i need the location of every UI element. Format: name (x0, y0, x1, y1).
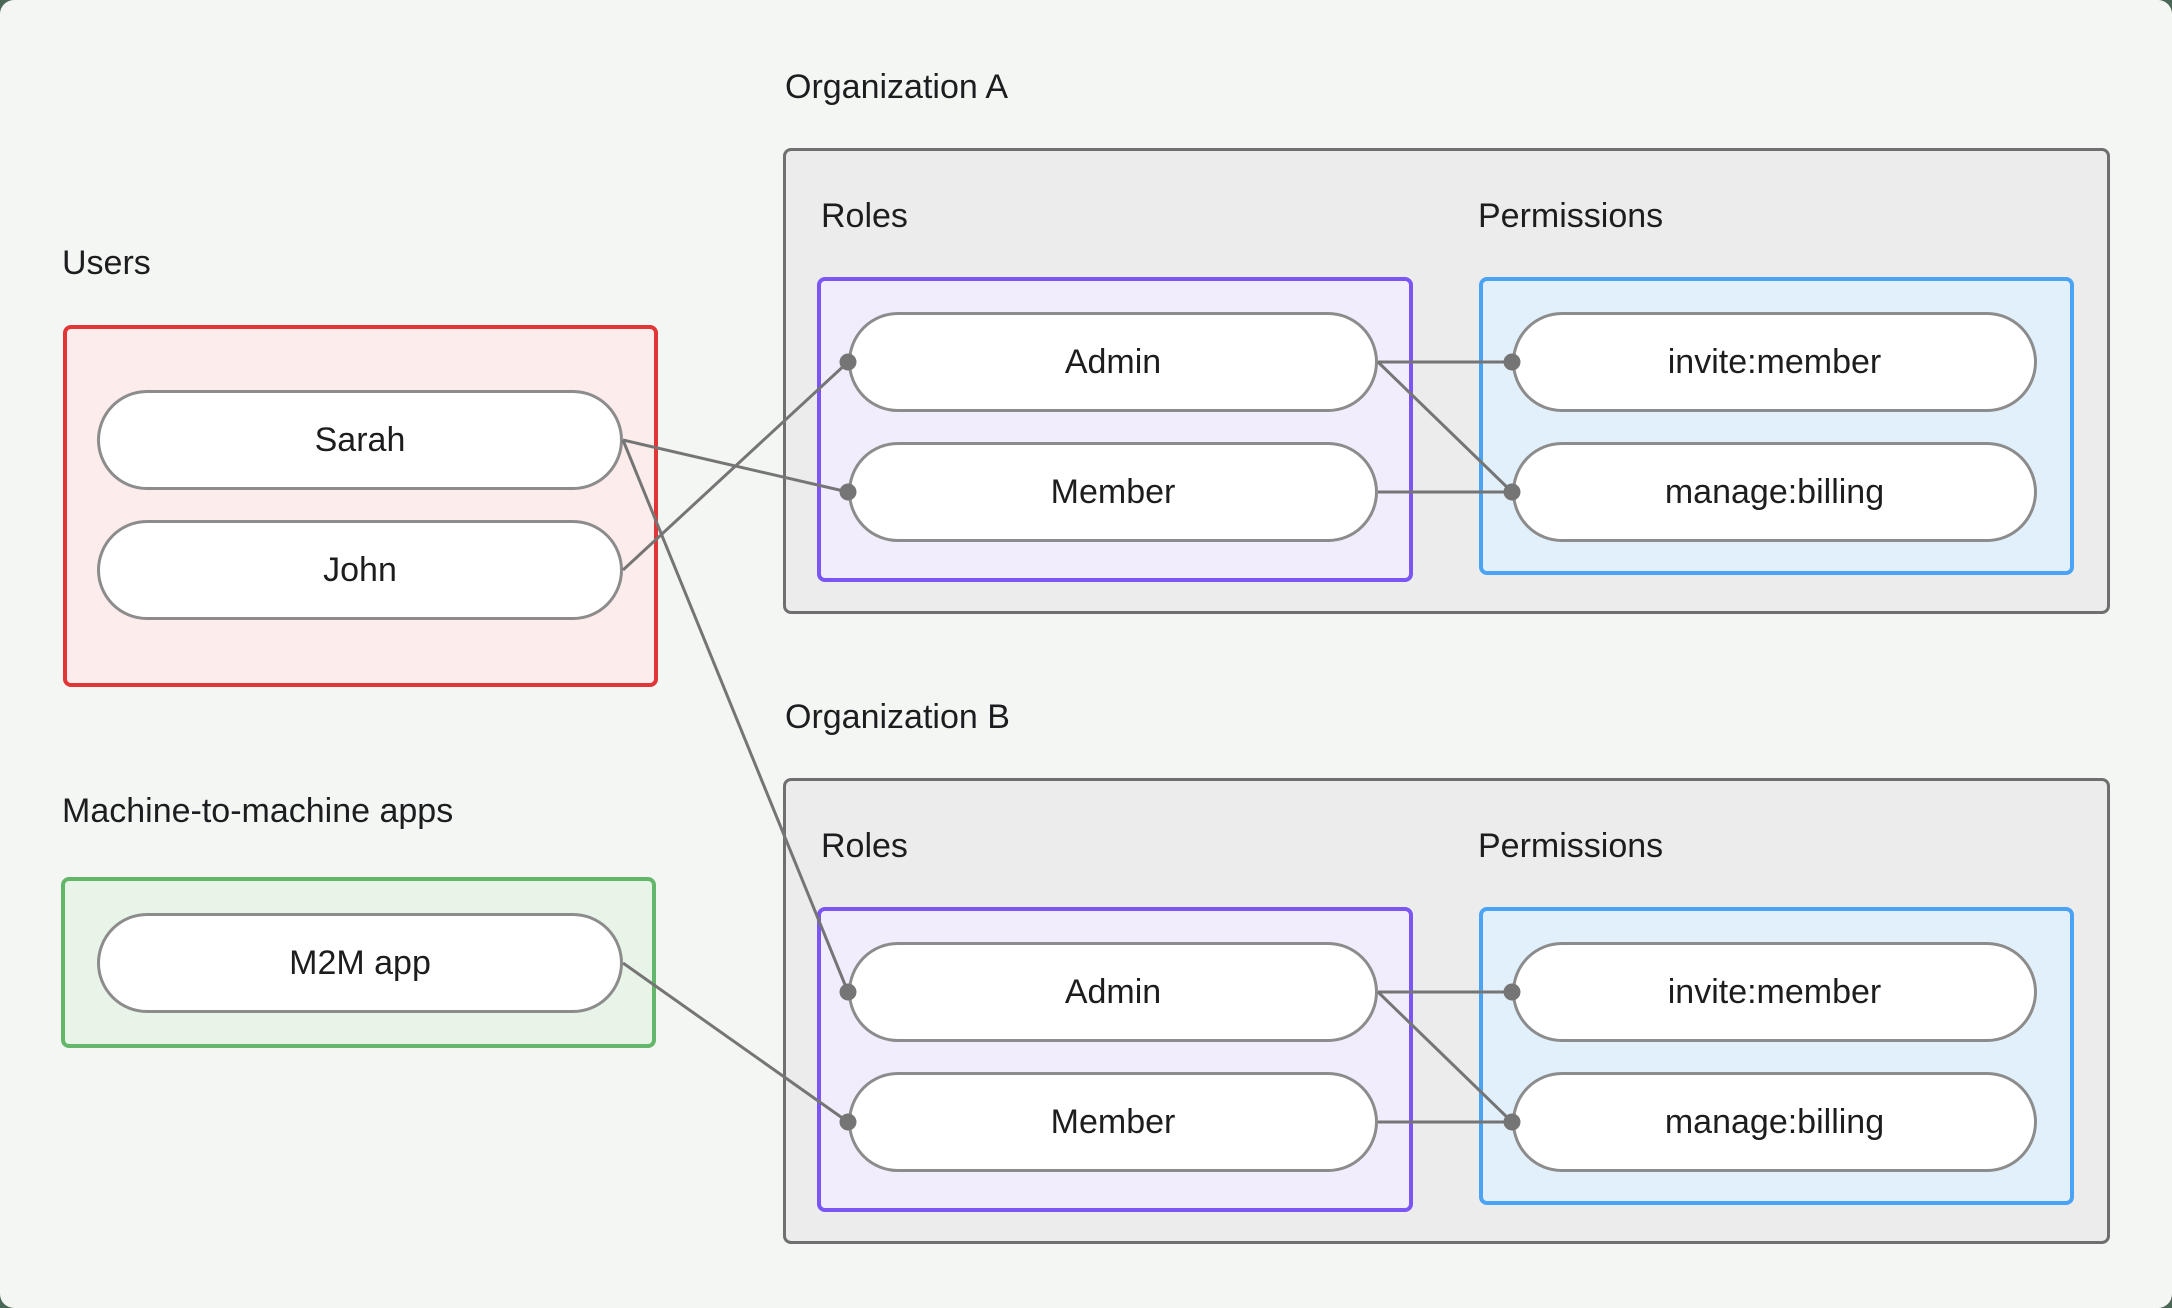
organization-b-permissions-label: Permissions (1478, 827, 1664, 865)
organization-a-roles-label: Roles (821, 197, 908, 235)
users-group-label: Users (62, 244, 151, 282)
org-b-role-admin: Admin (848, 942, 1378, 1042)
user-node-john: John (97, 520, 623, 620)
organization-b-title: Organization B (785, 698, 1010, 736)
organization-a-title: Organization A (785, 68, 1009, 106)
user-node-sarah: Sarah (97, 390, 623, 490)
m2m-group-box: M2M app (61, 877, 656, 1048)
organization-a-roles-box: Admin Member (817, 277, 1413, 582)
organization-b-roles-box: Admin Member (817, 907, 1413, 1212)
organization-a-permissions-box: invite:member manage:billing (1479, 277, 2074, 575)
org-a-role-admin: Admin (848, 312, 1378, 412)
org-a-role-member: Member (848, 442, 1378, 542)
organization-b-permissions-box: invite:member manage:billing (1479, 907, 2074, 1205)
org-a-permission-manage-billing: manage:billing (1512, 442, 2037, 542)
org-a-permission-invite-member: invite:member (1512, 312, 2037, 412)
users-group-box: Sarah John (63, 325, 658, 687)
m2m-app-node: M2M app (97, 913, 623, 1013)
org-b-role-member: Member (848, 1072, 1378, 1172)
m2m-group-label: Machine-to-machine apps (62, 792, 454, 830)
org-b-permission-manage-billing: manage:billing (1512, 1072, 2037, 1172)
organization-a-box: Roles Permissions Admin Member invite:me… (783, 148, 2110, 614)
org-b-permission-invite-member: invite:member (1512, 942, 2037, 1042)
organization-a-permissions-label: Permissions (1478, 197, 1664, 235)
organization-b-box: Roles Permissions Admin Member invite:me… (783, 778, 2110, 1244)
organization-b-roles-label: Roles (821, 827, 908, 865)
